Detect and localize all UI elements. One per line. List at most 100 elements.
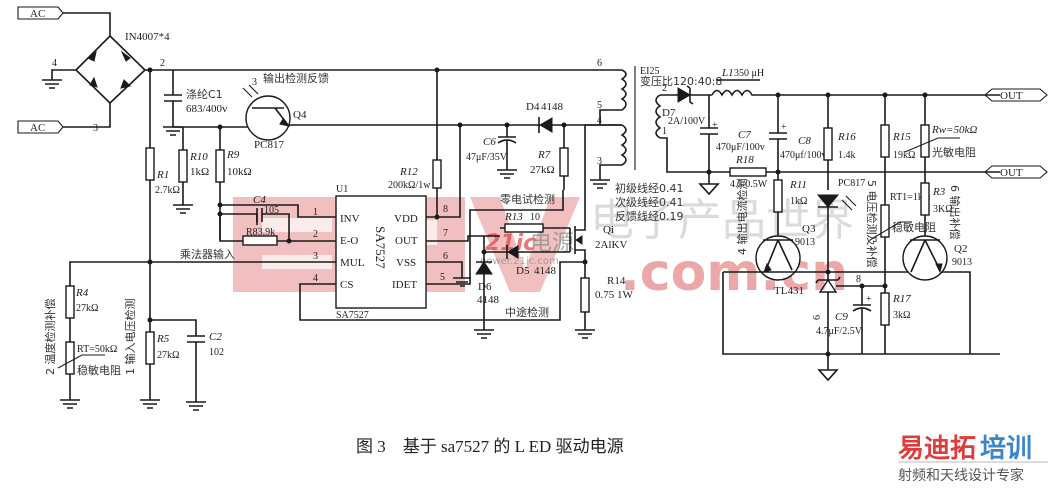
svg-text:C8: C8 [798, 135, 811, 147]
svg-text:VDD: VDD [394, 213, 418, 225]
svg-text:次级线经0.41: 次级线经0.41 [615, 195, 684, 209]
svg-text:4 输出电流检测: 4 输出电流检测 [735, 179, 749, 256]
photoresistor-rw: Rw=50kΩ 光敏电阻 [904, 92, 977, 183]
svg-text:C4: C4 [253, 194, 266, 206]
svg-text:6: 6 [443, 251, 448, 262]
com-cn-watermark: .com.cn [620, 243, 848, 303]
svg-text:1kΩ: 1kΩ [790, 196, 807, 207]
svg-text:Q2: Q2 [954, 243, 967, 255]
svg-text:Qi: Qi [603, 224, 614, 236]
resistor-r9: R9 10kΩ [215, 127, 252, 240]
svg-text:C9: C9 [835, 311, 848, 323]
compensation-network: C4 105 R83.9k [219, 194, 330, 246]
resistor-r7: R7 27kΩ [530, 125, 569, 190]
resistor-r12: R12 200kΩ/1w [388, 70, 442, 217]
svg-text:反馈线经0.19: 反馈线经0.19 [615, 209, 684, 223]
svg-text:.com.cn: .com.cn [620, 243, 848, 303]
svg-text:R11: R11 [789, 179, 807, 191]
svg-text:0.75 1W: 0.75 1W [595, 289, 634, 301]
svg-text:2: 2 [160, 58, 165, 69]
svg-text:1 输入电压检测: 1 输入电压检测 [123, 299, 137, 376]
svg-text:R9: R9 [226, 149, 240, 161]
svg-text:2AlKV: 2AlKV [595, 239, 627, 251]
svg-text:R4: R4 [75, 287, 89, 299]
svg-text:105: 105 [264, 205, 279, 216]
svg-text:4: 4 [313, 273, 318, 284]
svg-text:19kΩ: 19kΩ [893, 150, 915, 161]
svg-text:C2: C2 [209, 331, 222, 343]
svg-text:Q3: Q3 [802, 223, 816, 235]
thermistor-rt: RT=50kΩ 稳敏电阻 2 温度检测补偿 [43, 299, 121, 409]
svg-text:IN4007*4: IN4007*4 [125, 31, 170, 43]
svg-text:R5: R5 [156, 333, 170, 345]
figure-caption: 图 3 基于 sa7527 的 L ED 驱动电源 [356, 437, 624, 456]
svg-text:1.4k: 1.4k [838, 150, 856, 161]
svg-text:5 电压检测及补偿: 5 电压检测及补偿 [865, 180, 879, 268]
ic-u1-sa7527: U1 SA7527 SA7527 INV E-O MUL CS VDD OUT … [313, 184, 448, 321]
zero-detect-label: 零电试检测 [500, 192, 555, 206]
svg-text:PC817: PC817 [254, 139, 284, 151]
resistor-r18: R18 4.5/0.5W [709, 154, 1000, 190]
svg-text:3KΩ: 3KΩ [933, 204, 953, 215]
svg-text:470μf/100v: 470μf/100v [780, 150, 826, 161]
svg-text:变压比120:40:8: 变压比120:40:8 [640, 74, 722, 88]
svg-text:OUT: OUT [395, 235, 418, 247]
svg-text:2A/100V: 2A/100V [668, 116, 706, 127]
svg-text:1: 1 [662, 126, 667, 137]
svg-text:2: 2 [313, 229, 318, 240]
svg-text:power.21ic.com: power.21ic.com [480, 256, 559, 267]
bridge-rectifier: IN4007*4 4 2 [42, 31, 170, 105]
svg-text:200kΩ/1w: 200kΩ/1w [388, 180, 431, 191]
svg-text:10kΩ: 10kΩ [227, 166, 252, 178]
ground-tl431 [817, 369, 839, 382]
svg-text:470μF/100v: 470μF/100v [716, 142, 765, 153]
capacitor-c2: C2 102 [150, 319, 224, 411]
diode-d7: D7 2A/100V [662, 85, 712, 127]
svg-text:AC: AC [30, 8, 45, 20]
svg-text:RT=50kΩ: RT=50kΩ [77, 344, 117, 355]
svg-text:1kΩ: 1kΩ [190, 166, 209, 178]
svg-text:4.7μF/2.5V: 4.7μF/2.5V [816, 326, 863, 337]
svg-text:2 温度检测补偿: 2 温度检测补偿 [43, 299, 57, 376]
svg-text:Rw=50kΩ: Rw=50kΩ [931, 124, 977, 136]
svg-text:5: 5 [597, 100, 602, 111]
svg-text:4148: 4148 [477, 294, 500, 306]
svg-text:D4: D4 [526, 101, 540, 113]
gate-network: R13 10 D5 4148 D6 4148 [474, 211, 570, 339]
svg-text:6 输出补偿: 6 输出补偿 [948, 185, 962, 240]
svg-text:电子产品世界: 电子产品世界 [590, 195, 854, 246]
svg-text:OUT: OUT [1000, 90, 1023, 102]
svg-text:+: + [866, 294, 872, 305]
resistor-r15: R15 19kΩ [880, 92, 915, 205]
inductor-l1: L1 350 μH [711, 67, 1000, 97]
svg-text:IDET: IDET [392, 279, 417, 291]
chinese-brand-watermark: 电子产品世界 [590, 195, 854, 246]
resistor-r5: R5 27kΩ 1 输入电压检测 [123, 299, 179, 409]
mid-detect-label: 中途检测 [505, 305, 549, 319]
svg-text:2.7kΩ: 2.7kΩ [155, 185, 180, 196]
winding-notes: 初级线经0.41 次级线经0.41 反馈线经0.19 [615, 181, 684, 223]
svg-text:MUL: MUL [340, 257, 365, 269]
capacitor-c8: + C8 470μf/100v [769, 92, 826, 172]
svg-text:R3: R3 [932, 186, 946, 198]
resistor-r3: R3 3KΩ 6 输出补偿 [920, 182, 962, 240]
svg-text:683/400v: 683/400v [186, 103, 228, 115]
svg-text:培训: 培训 [980, 434, 1032, 464]
svg-text:8: 8 [856, 274, 861, 285]
resistor-r17: R17 3kΩ [880, 286, 911, 354]
svg-text:VSS: VSS [396, 257, 416, 269]
svg-text:EI25: EI25 [640, 66, 659, 77]
svg-text:8: 8 [443, 204, 448, 215]
optocoupler-led-pc817: PC817 [816, 178, 865, 275]
transistor-q3: Q3 9013 4 输出电流检测 [735, 179, 816, 281]
svg-text:C6: C6 [483, 136, 496, 148]
capacitor-c9: 8 + C9 4.7μF/2.5V 6 [812, 274, 872, 354]
svg-text:INV: INV [340, 213, 360, 225]
svg-text:4148: 4148 [541, 101, 564, 113]
svg-text:PC817: PC817 [838, 178, 865, 189]
svg-text:光敏电阻: 光敏电阻 [932, 145, 976, 159]
svg-text:输出检测反馈: 输出检测反馈 [263, 71, 329, 85]
transistor-q2: Q2 9013 [902, 235, 972, 281]
cs-wire [299, 283, 561, 321]
svg-text:R12: R12 [399, 166, 418, 178]
